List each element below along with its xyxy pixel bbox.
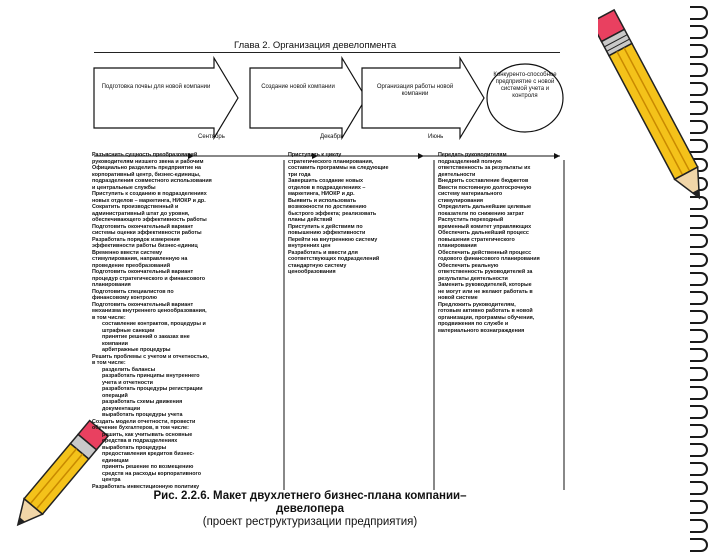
header-rule	[94, 52, 560, 53]
pencil-icon	[598, 0, 720, 210]
figure-caption: Рис. 2.2.6. Макет двухлетнего бизнес-пла…	[120, 490, 500, 529]
arrow-label-2: Создание новой компании	[256, 84, 340, 91]
spiral-ring	[690, 329, 708, 343]
spiral-ring	[690, 215, 708, 229]
text-line: ценообразования	[288, 269, 430, 276]
spiral-ring	[690, 462, 708, 476]
spiral-ring	[690, 519, 708, 533]
arrow-shape	[94, 58, 238, 138]
column-3: Передать руководителямподразделений полн…	[438, 152, 562, 392]
spiral-ring	[690, 424, 708, 438]
text-line: материального вознаграждения	[438, 328, 562, 335]
timeline-label-2: Декабрь	[320, 134, 343, 140]
timeline-label-3: Июнь	[428, 134, 443, 140]
scanned-document: Глава 2. Организация девелопмента Подгот…	[88, 40, 570, 518]
spiral-ring	[690, 538, 708, 552]
spiral-ring	[690, 500, 708, 514]
process-arrows	[88, 54, 570, 164]
spiral-ring	[690, 443, 708, 457]
arrow-shape	[362, 58, 484, 138]
slide: Глава 2. Организация девелопмента Подгот…	[0, 0, 720, 540]
spiral-ring	[690, 386, 708, 400]
spiral-ring	[690, 481, 708, 495]
arrow-label-3: Организация работы новой компании	[370, 84, 460, 98]
spiral-ring	[690, 234, 708, 248]
spiral-ring	[690, 310, 708, 324]
arrow-shape	[250, 58, 366, 138]
spiral-ring	[690, 348, 708, 362]
chapter-title: Глава 2. Организация девелопмента	[234, 40, 454, 51]
spiral-ring	[690, 291, 708, 305]
timeline-label-1: Сентябрь	[198, 134, 225, 140]
column-1: Разъяснить сущность преобразованийруково…	[92, 152, 280, 492]
spiral-ring	[690, 253, 708, 267]
caption-line-1: Рис. 2.2.6. Макет двухлетнего бизнес-пла…	[120, 490, 500, 516]
spiral-ring	[690, 405, 708, 419]
ellipse-label: Конкуренто-способное предприятие с новой…	[493, 72, 557, 100]
spiral-ring	[690, 272, 708, 286]
arrow-label-1: Подготовка почвы для новой компании	[98, 84, 214, 91]
caption-line-2: (проект реструктуризации предприятия)	[120, 516, 500, 529]
spiral-ring	[690, 367, 708, 381]
